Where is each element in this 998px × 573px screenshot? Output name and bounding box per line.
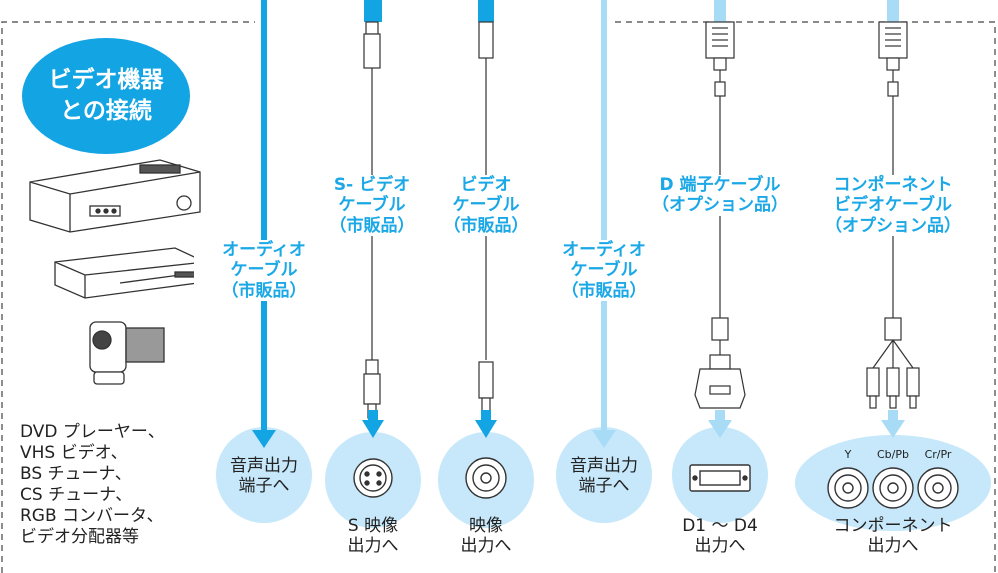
device-item: DVD プレーヤー、 [20,422,165,442]
device-item: ビデオ分配器等 [20,527,139,548]
port-label-video: 映像 出力へ [460,516,512,557]
dashed-frame [1,21,996,573]
jack-label-cb-pb: Cb/Pb [877,448,909,461]
port-circle-audio-right [556,427,652,523]
cable-label-component: コンポーネント ビデオケーブル （オプション品） [818,175,968,237]
badge-line-1: ビデオ機器 [48,66,164,93]
vcr-illustration [29,159,201,233]
port-label-s-video: S 映像 出力へ [347,516,399,557]
camcorder-illustration [89,321,165,385]
cable-label-audio-right: オーディオ ケーブル （市販品） [534,240,674,302]
port-label-d-terminal: D1 ～ D4 出力へ [682,516,758,557]
component-cable [866,0,920,409]
device-item: RGB コンバータ、 [20,506,164,527]
device-item: BS チューナ、 [20,464,132,485]
cable-label-audio-left: オーディオ ケーブル （市販品） [194,240,334,302]
badge-line-2: との接続 [60,98,152,124]
device-item: CS チューナ、 [20,485,133,506]
component-ports [827,467,959,509]
port-circle-audio-left [216,427,312,523]
device-list: DVD プレーヤー、 VHS ビデオ、 BS チューナ、 CS チューナ、 RG… [20,422,165,548]
s-video-port [353,458,393,498]
section-badge: ビデオ機器 との接続 [22,38,190,154]
d-terminal-cable [694,0,746,409]
port-label-component: コンポーネント 出力へ [833,516,953,557]
cable-label-video: ビデオ ケーブル （市販品） [418,175,554,237]
jack-label-cr-pr: Cr/Pr [924,448,952,461]
d-terminal-port [689,464,751,492]
video-port [465,457,507,499]
device-item: VHS ビデオ、 [20,443,128,464]
cable-label-d-terminal: D 端子ケーブル （オプション品） [640,175,800,216]
dvd-player-illustration [54,247,206,299]
port-label-audio-right: 音声出力 端子へ [570,456,638,497]
jack-label-y: Y [844,448,852,461]
port-label-audio-left: 音声出力 端子へ [230,456,298,497]
